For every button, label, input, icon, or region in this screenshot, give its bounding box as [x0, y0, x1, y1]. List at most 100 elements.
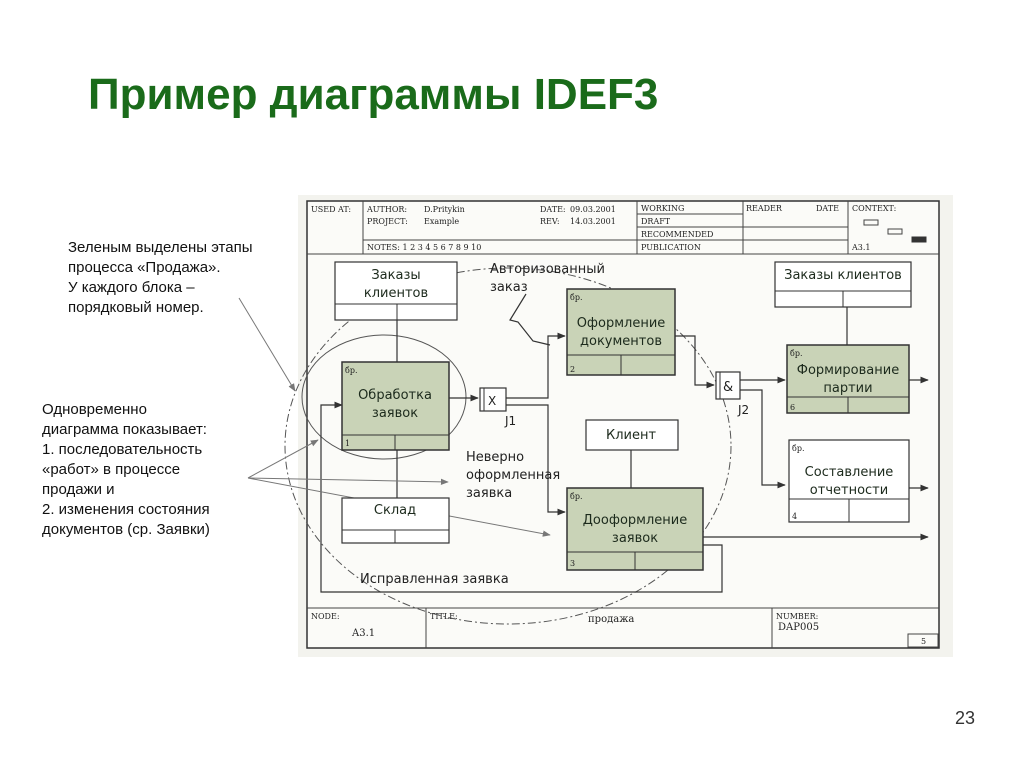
- note-line: порядковый номер.: [68, 299, 204, 316]
- junction-j2-label: J2: [737, 403, 749, 417]
- box-marker: бр.: [792, 444, 804, 453]
- link-corrected-loop: [320, 401, 723, 593]
- box-number: 4: [792, 512, 797, 521]
- box-processing-label-line: Обработка: [358, 388, 432, 403]
- link-j1-documents: [506, 332, 566, 399]
- context-thumb: [863, 219, 879, 226]
- squiggle-authorized: [509, 293, 551, 346]
- box-number: 6: [790, 403, 795, 412]
- box-client-label: Клиент: [606, 428, 656, 443]
- project-value: Example: [424, 217, 459, 226]
- box-marker: бр.: [790, 349, 802, 358]
- label-invalid-request-line: заявка: [466, 486, 512, 501]
- highlight-ellipse: [301, 334, 467, 460]
- note-line: 2. изменения состояния: [42, 501, 210, 518]
- box-forming-label-line: Формирование: [797, 363, 899, 378]
- box-number: 3: [570, 559, 575, 568]
- note-line: 1. последовательность: [42, 441, 203, 458]
- context-thumb-active: [911, 236, 927, 243]
- junction-j2-symbol: &: [723, 380, 733, 395]
- number-label: NUMBER:: [776, 612, 818, 621]
- reader-label: READER: [746, 204, 783, 213]
- label-invalid-request-line: оформленная: [466, 468, 560, 483]
- status-draft: DRAFT: [641, 217, 671, 226]
- box-number: 2: [570, 365, 575, 374]
- box-processing[interactable]: [341, 361, 450, 451]
- box-orders-right-label: Заказы клиентов: [784, 268, 902, 283]
- date-value: 09.03.2001: [570, 205, 616, 214]
- process-ellipse: [284, 267, 732, 625]
- status-publication: PUBLICATION: [641, 243, 701, 252]
- connectors: [320, 293, 929, 593]
- note-line: диаграмма показывает:: [42, 421, 207, 438]
- note-diagram-shows: Одновременно диаграмма показывает: 1. по…: [42, 400, 210, 540]
- box-warehouse[interactable]: [341, 497, 450, 544]
- title-value: продажа: [588, 614, 634, 625]
- note-line: У каждого блока –: [68, 279, 195, 296]
- author-value: D.Pritykin: [424, 205, 465, 214]
- box-forming-label-line: партии: [823, 381, 872, 396]
- number-value: DAP005: [778, 622, 819, 633]
- label-invalid-request: Неверно оформленная заявка: [466, 450, 560, 501]
- box-forming[interactable]: [786, 344, 910, 414]
- box-warehouse-label: Склад: [374, 503, 416, 518]
- rev-value: 14.03.2001: [570, 217, 616, 226]
- note-line: продажи и: [42, 481, 115, 498]
- context-thumb: [887, 228, 903, 235]
- label-authorized-order: Авторизованный заказ: [490, 262, 605, 295]
- box-orders-top-label-line: Заказы: [371, 268, 420, 283]
- box-completion[interactable]: [566, 487, 704, 571]
- node-value: A3.1: [351, 628, 375, 639]
- box-orders-top-label-line: клиентов: [364, 286, 428, 301]
- box-number: 1: [345, 439, 350, 448]
- date2-label: DATE: [816, 204, 839, 213]
- box-orders-right[interactable]: [774, 261, 912, 308]
- box-reporting[interactable]: [788, 439, 910, 523]
- box-forming-label: Формирование партии: [797, 363, 899, 396]
- footer-page: 5: [921, 637, 926, 646]
- label-corrected-request: Исправленная заявка: [360, 572, 509, 587]
- project-label: PROJECT:: [367, 217, 408, 226]
- box-marker: бр.: [570, 293, 582, 302]
- link-documents-j2: [675, 335, 715, 389]
- box-documents-label-line: Оформление: [577, 316, 666, 331]
- diagram-footer: [307, 607, 939, 648]
- diagram-header: [307, 201, 939, 255]
- box-orders-top-label: Заказы клиентов: [364, 268, 428, 301]
- used-at-label: USED AT:: [311, 205, 351, 214]
- box-orders-top[interactable]: [334, 261, 458, 321]
- box-documents-label-line: документов: [580, 334, 662, 349]
- note-line: процесса «Продажа».: [68, 259, 221, 276]
- slide-title: Пример диаграммы IDEF3: [88, 70, 659, 119]
- link-j1-completion: [506, 404, 566, 516]
- node-label: NODE:: [311, 612, 340, 621]
- note-green-stages: Зеленым выделены этапы процесса «Продажа…: [68, 238, 253, 318]
- box-completion-label-line: заявок: [612, 531, 658, 546]
- note-line: Зеленым выделены этапы: [68, 239, 253, 256]
- label-authorized-order-line: заказ: [490, 280, 528, 295]
- box-documents[interactable]: [566, 288, 676, 376]
- date-label: DATE:: [540, 205, 566, 214]
- box-completion-label-line: Дооформление: [583, 513, 687, 528]
- junction-j2[interactable]: [715, 371, 741, 400]
- label-invalid-request-line: Неверно: [466, 450, 524, 465]
- junction-j1[interactable]: [479, 387, 507, 412]
- context-label: CONTEXT:: [852, 204, 896, 213]
- box-processing-label: Обработка заявок: [358, 388, 432, 421]
- page-number: 23: [955, 708, 976, 728]
- box-processing-label-line: заявок: [372, 406, 418, 421]
- author-label: AUTHOR:: [366, 205, 407, 214]
- box-client[interactable]: [585, 419, 679, 451]
- label-authorized-order-line: Авторизованный: [490, 262, 605, 277]
- box-marker: бр.: [345, 366, 357, 375]
- status-recommended: RECOMMENDED: [641, 230, 713, 239]
- box-marker: бр.: [570, 492, 582, 501]
- context-value: A3.1: [851, 243, 871, 252]
- status-working: WORKING: [641, 204, 684, 213]
- link-j2-reporting: [740, 389, 786, 489]
- box-reporting-label-line: отчетности: [810, 483, 888, 498]
- junction-j1-symbol: X: [488, 394, 496, 408]
